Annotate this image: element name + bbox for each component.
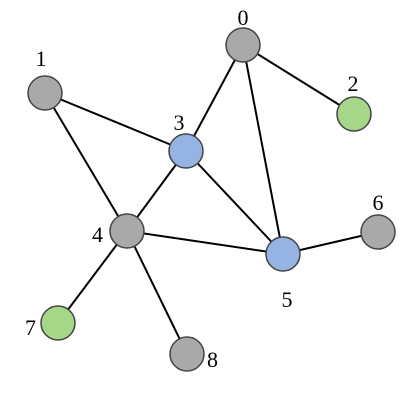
node-7	[40, 305, 76, 341]
label-layer: 0 1 2 3 4 5 6 7 8	[25, 5, 384, 372]
node-label-8: 8	[207, 347, 218, 372]
edge-layer	[44, 44, 379, 355]
edge-0-3	[185, 44, 244, 152]
node-5	[265, 236, 301, 272]
node-label-1: 1	[36, 46, 47, 71]
edge-0-2	[242, 44, 355, 115]
node-3	[168, 133, 204, 169]
edge-3-5	[185, 150, 284, 255]
edge-1-3	[44, 92, 187, 152]
node-label-0: 0	[238, 5, 249, 30]
node-2	[336, 96, 372, 132]
edge-4-8	[126, 230, 188, 355]
edge-4-7	[57, 230, 128, 324]
edge-1-4	[44, 92, 128, 232]
node-layer	[27, 27, 396, 372]
node-6	[360, 214, 396, 250]
node-0	[225, 27, 261, 63]
node-label-6: 6	[373, 190, 384, 215]
node-label-3: 3	[174, 110, 185, 135]
node-label-7: 7	[25, 315, 36, 340]
node-8	[169, 336, 205, 372]
node-label-5: 5	[282, 287, 293, 312]
edge-4-5	[126, 230, 284, 255]
node-label-2: 2	[348, 71, 359, 96]
node-1	[27, 75, 63, 111]
edge-0-5	[242, 44, 284, 255]
node-4	[109, 213, 145, 249]
node-label-4: 4	[92, 222, 103, 247]
